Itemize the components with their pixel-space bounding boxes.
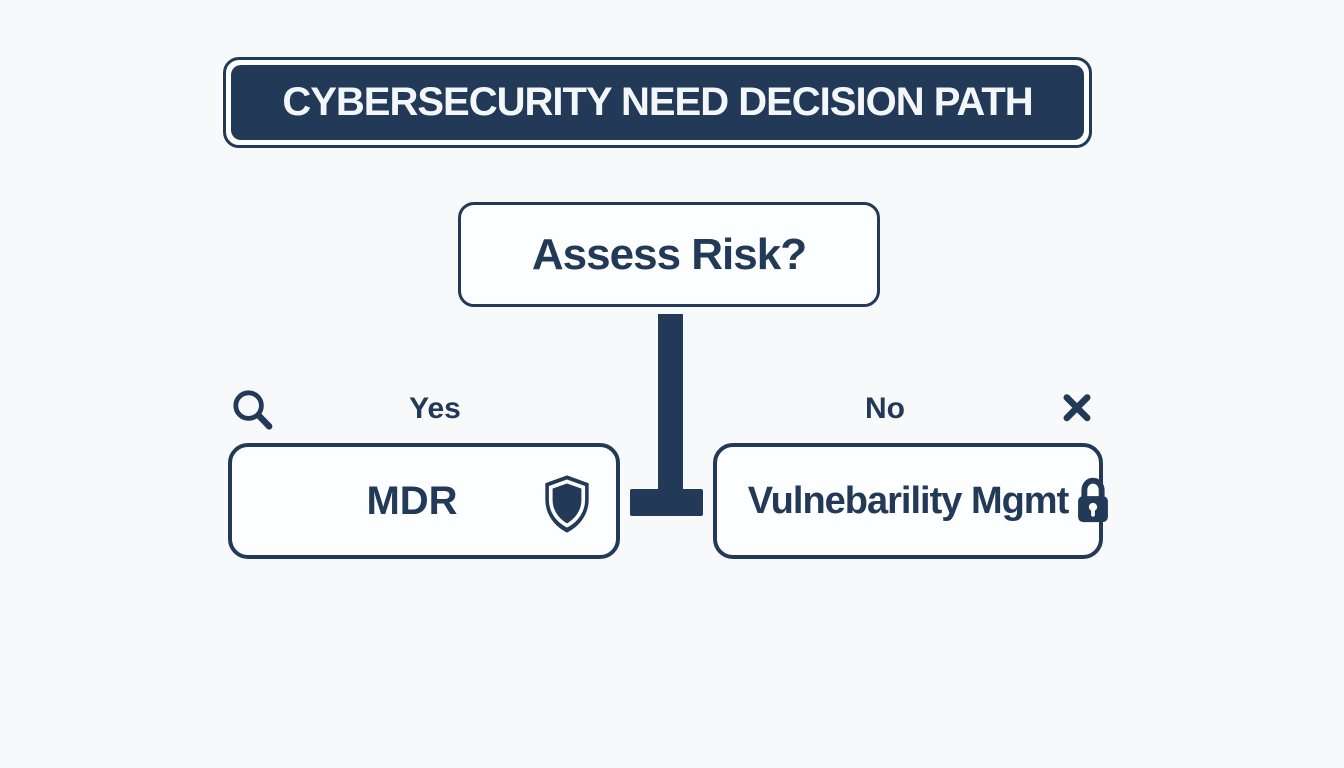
result-node-mdr: MDR [228,443,620,559]
branch-label-yes: Yes [409,392,461,425]
decision-node-assess-risk: Assess Risk? [458,202,880,307]
close-icon [1063,394,1091,422]
vulnerability-mgmt-label: Vulnebarility Mgmt [747,479,1070,522]
lock-icon [1078,477,1108,523]
search-icon [233,390,273,430]
shield-icon [545,475,589,533]
connector-t-foot [630,489,703,516]
mdr-label: MDR [366,478,458,523]
title-banner: CYBERSECURITY NEED DECISION PATH [223,57,1092,148]
connector-vertical-line [658,314,683,494]
title-banner-fill: CYBERSECURITY NEED DECISION PATH [231,65,1084,140]
branch-label-no: No [865,392,905,425]
result-node-vulnerability-mgmt: Vulnebarility Mgmt [713,443,1108,559]
page-title: CYBERSECURITY NEED DECISION PATH [282,80,1033,124]
decision-node-label: Assess Risk? [531,229,807,279]
